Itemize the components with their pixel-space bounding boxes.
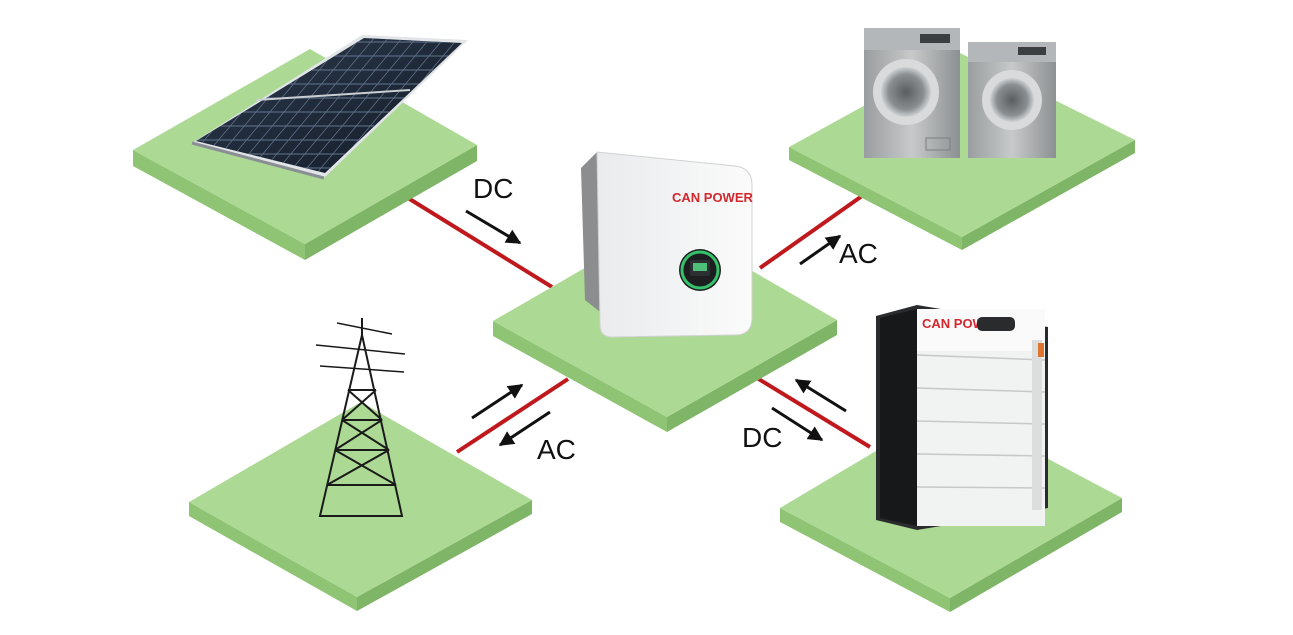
arrow-grid-to-inverter [471, 383, 524, 420]
arrow-inverter-to-battery [771, 406, 824, 442]
label-dc-battery: DC [742, 422, 782, 453]
arrow-inverter-to-grid [498, 410, 551, 447]
arrow-solar-to-inverter [465, 209, 522, 245]
line-inverter-battery [755, 376, 872, 449]
arrow-battery-to-inverter [794, 378, 847, 413]
arrow-inverter-to-appliances [799, 234, 842, 266]
platform-appliances [789, 53, 1135, 250]
inverter-brand-logo: CAN POWER [672, 190, 754, 205]
platform-grid [189, 402, 532, 611]
inverter-image: CAN POWER [581, 151, 754, 338]
line-grid-inverter [455, 377, 570, 454]
connection-lines [406, 194, 872, 454]
line-inverter-appliances [758, 194, 864, 270]
washing-machines-image [864, 28, 1056, 158]
label-dc-solar: DC [473, 173, 513, 204]
label-ac-grid: AC [537, 434, 576, 465]
line-solar-inverter [406, 196, 554, 289]
flow-arrows [465, 209, 847, 447]
label-ac-appliances: AC [839, 238, 878, 269]
power-tower-image [315, 318, 406, 517]
battery-stack-image: CAN POWER [876, 305, 1048, 530]
solar-panel-image [191, 35, 468, 180]
